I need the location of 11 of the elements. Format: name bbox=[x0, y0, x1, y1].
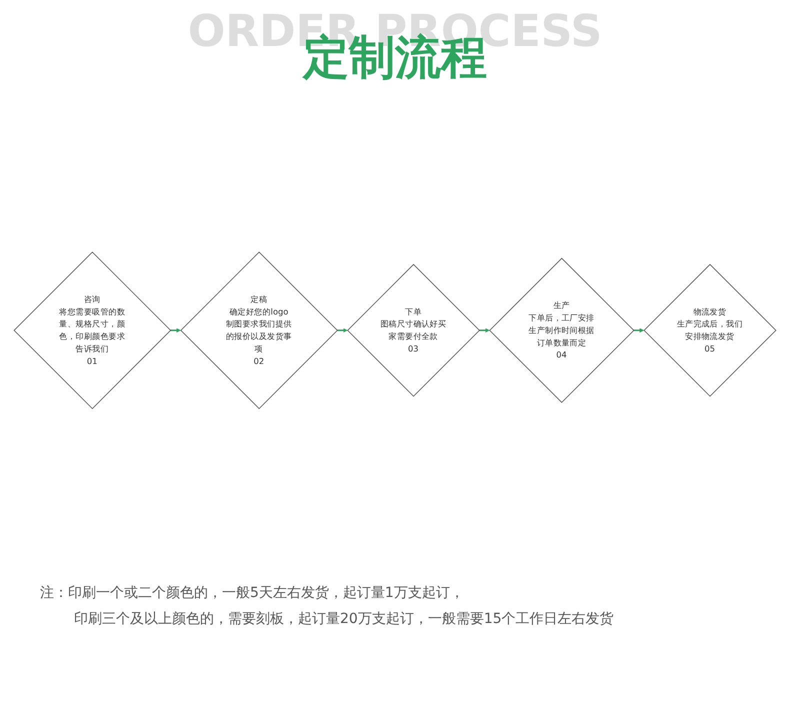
node-diamond: 咨询 将您需要吸管的数量、规格尺寸，颜色，印刷颜色要求告诉我们 01 bbox=[14, 251, 172, 409]
node-diamond: 生产 下单后，工厂安排生产制作时间根据订单数量而定 04 bbox=[489, 257, 634, 403]
node-diamond: 下单 图稿尺寸确认好买家需要付全款 03 bbox=[347, 264, 480, 396]
arrow bbox=[337, 328, 348, 332]
note-text: 印刷三个及以上颜色的，需要刻板，起订量20万支起订，一般需要15个工作日左右发货 bbox=[73, 610, 615, 629]
node-diamond: 物流发货 生产完成后，我们安排物流发货 05 bbox=[644, 264, 776, 396]
arrow bbox=[634, 328, 644, 332]
node-diamond: 定稿 确定好您的logo制图要求我们提供的报价以及发货事项 02 bbox=[180, 251, 338, 409]
arrow bbox=[170, 328, 181, 332]
arrow bbox=[479, 328, 490, 332]
note-text: 注：印刷一个或二个颜色的，一般5天左右发货，起订量1万支起订， bbox=[40, 584, 465, 603]
